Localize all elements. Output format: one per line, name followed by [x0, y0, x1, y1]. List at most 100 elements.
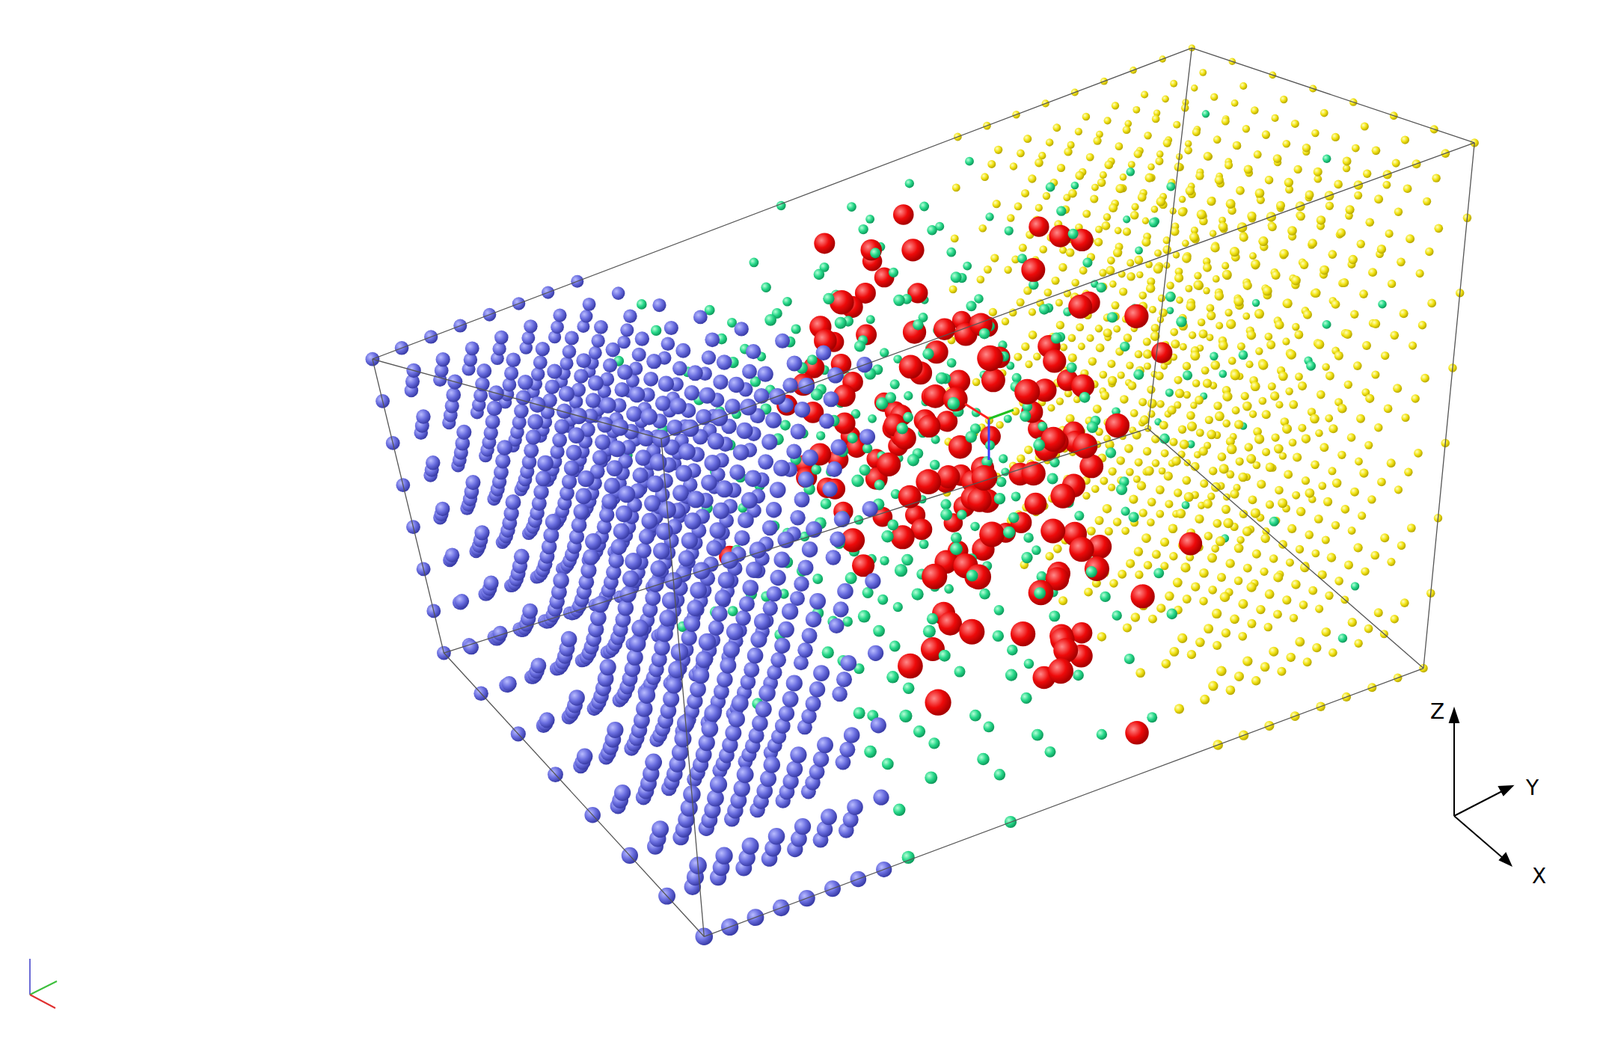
- yellow-atom: [1357, 511, 1366, 520]
- green-atom: [1096, 729, 1108, 740]
- green-atom: [1003, 414, 1013, 423]
- yellow-atom: [1102, 504, 1112, 514]
- green-atom: [1134, 246, 1143, 256]
- yellow-atom: [1142, 349, 1152, 359]
- blue-atom: [505, 494, 522, 511]
- yellow-atom: [1226, 444, 1238, 455]
- green-atom: [1322, 154, 1331, 164]
- green-atom: [919, 201, 930, 212]
- yellow-atom: [1109, 280, 1117, 288]
- yellow-atom: [1147, 398, 1158, 409]
- green-atom: [887, 519, 899, 531]
- yellow-atom: [1163, 471, 1173, 481]
- blue-atom: [435, 501, 450, 517]
- yellow-atom: [1223, 518, 1234, 529]
- yellow-atom: [1151, 323, 1160, 333]
- yellow-atom: [1115, 142, 1124, 151]
- yellow-atom: [1192, 127, 1201, 137]
- red-atom: [893, 204, 915, 226]
- yellow-atom: [1174, 703, 1185, 714]
- yellow-atom: [1034, 158, 1044, 168]
- yellow-atom: [1267, 382, 1277, 391]
- green-atom: [926, 613, 939, 625]
- blue-atom: [425, 455, 440, 470]
- yellow-atom: [1301, 476, 1310, 485]
- yellow-atom: [1291, 491, 1301, 500]
- blue-atom: [582, 549, 600, 566]
- green-atom: [1252, 299, 1260, 307]
- blue-atom: [617, 364, 633, 380]
- blue-atom: [626, 406, 642, 422]
- blue-atom: [474, 525, 490, 541]
- green-atom: [1019, 410, 1031, 422]
- yellow-atom: [1184, 139, 1192, 147]
- yellow-atom: [1077, 342, 1086, 351]
- yellow-atom: [1225, 319, 1236, 330]
- green-atom: [902, 682, 915, 695]
- blue-atom: [517, 374, 534, 391]
- yellow-atom: [1170, 227, 1180, 237]
- yellow-atom: [1201, 366, 1210, 375]
- red-atom: [1040, 519, 1066, 544]
- yellow-atom: [1284, 178, 1294, 188]
- yellow-atom: [1365, 394, 1375, 404]
- red-atom: [1024, 492, 1047, 516]
- yellow-atom: [1154, 157, 1164, 166]
- yellow-atom: [1254, 433, 1265, 444]
- blue-atom: [539, 712, 556, 728]
- yellow-atom: [1362, 341, 1372, 351]
- red-atom: [899, 355, 924, 380]
- yellow-atom: [1277, 498, 1288, 508]
- red-atom: [876, 452, 901, 477]
- yellow-atom: [1098, 371, 1108, 380]
- green-atom: [1048, 610, 1060, 622]
- blue-atom: [573, 368, 589, 384]
- yellow-atom: [1264, 589, 1275, 600]
- yellow-atom: [1139, 508, 1148, 517]
- yellow-atom: [1156, 196, 1167, 207]
- green-atom: [1024, 658, 1035, 670]
- yellow-atom: [1107, 256, 1116, 265]
- yellow-atom: [952, 184, 961, 193]
- yellow-atom: [1252, 549, 1262, 559]
- yellow-atom: [1169, 552, 1178, 561]
- yellow-atom: [1302, 143, 1312, 153]
- blue-atom: [603, 477, 620, 494]
- yellow-atom: [1038, 245, 1048, 254]
- blue-atom: [531, 367, 545, 381]
- green-atom: [822, 293, 835, 305]
- yellow-atom: [1234, 543, 1244, 554]
- yellow-atom: [1291, 323, 1300, 331]
- yellow-atom: [1351, 144, 1360, 153]
- green-atom: [879, 556, 890, 567]
- yellow-atom: [1234, 671, 1244, 682]
- yellow-atom: [1294, 372, 1304, 381]
- yellow-atom: [1111, 101, 1120, 110]
- green-atom: [807, 354, 818, 366]
- blue-atom: [552, 572, 570, 589]
- yellow-atom: [1337, 451, 1346, 460]
- yellow-atom: [1178, 195, 1186, 203]
- green-atom: [929, 460, 941, 471]
- yellow-atom: [1130, 203, 1139, 211]
- yellow-atom: [1158, 308, 1168, 318]
- yellow-atom: [1141, 237, 1151, 247]
- yellow-atom: [1117, 371, 1126, 380]
- yellow-atom: [1214, 411, 1225, 422]
- yellow-atom: [1265, 500, 1274, 509]
- yellow-atom: [1187, 650, 1197, 659]
- green-atom: [979, 588, 991, 600]
- yellow-atom: [1229, 614, 1240, 625]
- green-atom: [869, 247, 881, 259]
- yellow-atom: [1415, 269, 1425, 278]
- yellow-atom: [1400, 598, 1410, 608]
- yellow-atom: [1094, 237, 1103, 247]
- green-atom: [985, 440, 995, 451]
- blue-atom: [544, 379, 560, 395]
- green-atom: [1166, 608, 1178, 621]
- yellow-atom: [1408, 341, 1417, 351]
- yellow-atom: [983, 265, 992, 274]
- yellow-atom: [1153, 264, 1164, 274]
- green-atom: [1322, 320, 1332, 330]
- green-atom: [1146, 712, 1158, 723]
